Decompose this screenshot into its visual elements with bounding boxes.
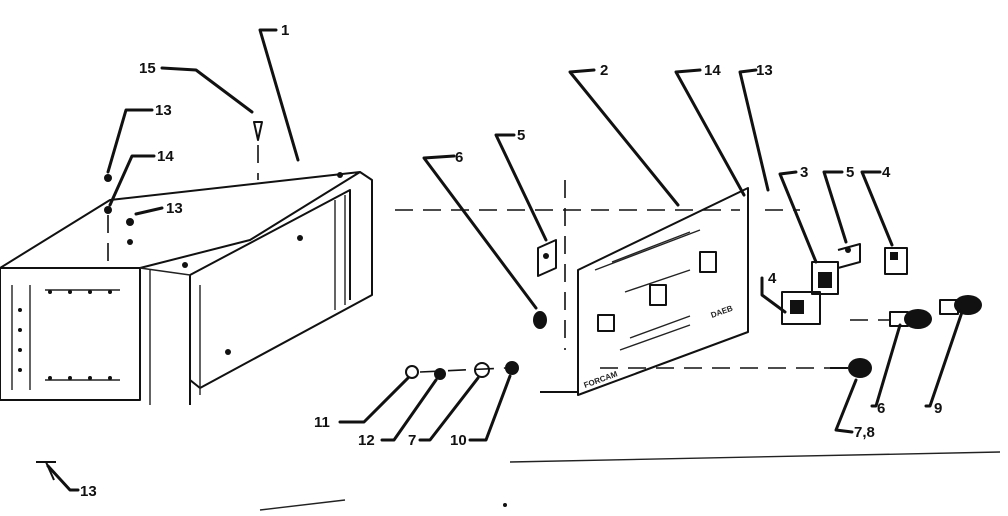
callout-4-a: 4 [882, 164, 891, 181]
knob-6-right [889, 309, 932, 329]
callout-13-a: 13 [155, 102, 172, 119]
front-panel: FORCAM DAEB [577, 187, 749, 396]
knob-9 [939, 295, 982, 315]
knob-6-left [533, 311, 547, 329]
callout-7: 7 [408, 432, 416, 449]
part-7-8 [830, 358, 872, 378]
callout-13-b: 13 [166, 200, 183, 217]
callout-7-8: 7,8 [854, 424, 875, 441]
callout-3: 3 [800, 164, 808, 181]
callout-2: 2 [600, 62, 608, 79]
hardware-row [405, 361, 519, 380]
callout-labels: 1 15 13 14 13 2 14 13 6 5 3 5 4 4 6 9 7,… [80, 22, 942, 500]
callout-6-a: 6 [455, 149, 463, 166]
ground-lines [259, 451, 1001, 511]
callout-5-a: 5 [517, 127, 525, 144]
callout-14-b: 14 [704, 62, 721, 79]
callout-11: 11 [314, 414, 330, 431]
screw-13-top [104, 174, 134, 265]
callout-14-a: 14 [157, 148, 174, 165]
callout-12: 12 [358, 432, 375, 449]
callout-13-d: 13 [80, 483, 97, 500]
panel-logo-text: DAEB [710, 304, 735, 320]
cabinet-housing [0, 171, 373, 405]
bracket-5 [537, 239, 557, 277]
callout-5-b: 5 [846, 164, 854, 181]
leader-lines [46, 28, 964, 492]
callout-6-b: 6 [877, 400, 885, 417]
switch-assembly [781, 243, 908, 325]
callout-13-c: 13 [756, 62, 773, 79]
alignment-lines [395, 180, 890, 393]
callout-4-b: 4 [768, 270, 777, 287]
callout-9: 9 [934, 400, 942, 417]
callout-1: 1 [281, 22, 289, 39]
callout-15: 15 [139, 60, 156, 77]
screw-15 [253, 121, 263, 180]
callout-10: 10 [450, 432, 467, 449]
